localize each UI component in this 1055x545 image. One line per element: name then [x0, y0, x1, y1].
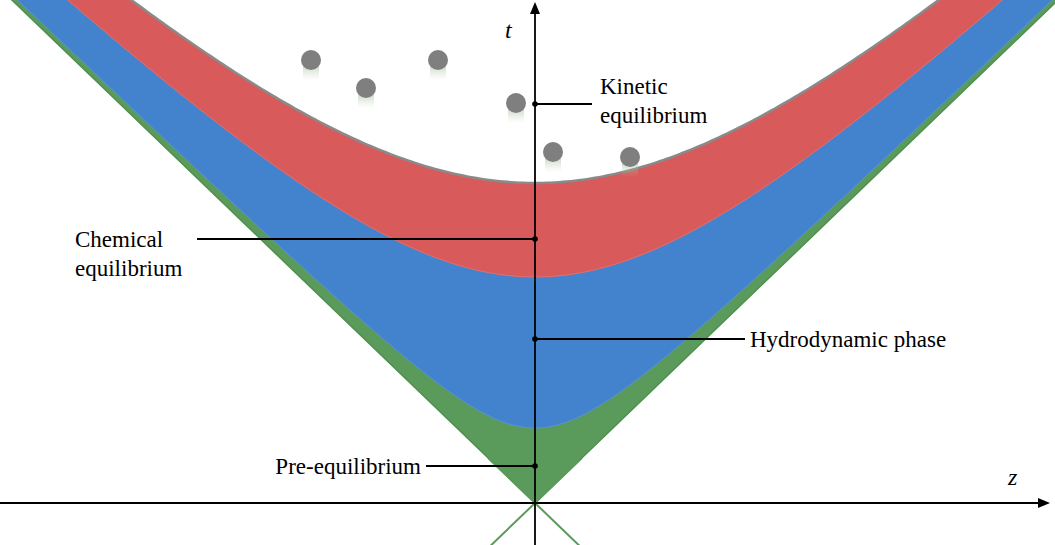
leader-line — [535, 103, 592, 105]
leader-dot — [532, 236, 538, 242]
leader-dot — [532, 336, 538, 342]
leader-line — [535, 338, 745, 340]
axis-arrowhead — [1038, 498, 1050, 508]
phase-label: Chemical equilibrium — [75, 225, 182, 283]
z-axis — [0, 502, 1040, 504]
hadron-particle — [301, 50, 321, 70]
leader-line — [197, 238, 535, 240]
axis-label: z — [1008, 463, 1017, 492]
phase-label: Pre-equilibrium — [275, 452, 421, 481]
leader-line — [426, 465, 535, 467]
leader-dot — [532, 463, 538, 469]
phase-label: Hydrodynamic phase — [750, 325, 946, 354]
axis-label: t — [505, 16, 512, 45]
hadron-particle — [356, 78, 376, 98]
phase-label: Kinetic equilibrium — [600, 72, 707, 130]
hadron-particle — [620, 147, 640, 167]
hadron-particle — [543, 142, 563, 162]
hadron-particle — [506, 93, 526, 113]
axis-arrowhead — [530, 2, 540, 14]
leader-dot — [532, 101, 538, 107]
kinetic-equilibrium-region — [0, 0, 1055, 183]
hadron-particle — [428, 50, 448, 70]
